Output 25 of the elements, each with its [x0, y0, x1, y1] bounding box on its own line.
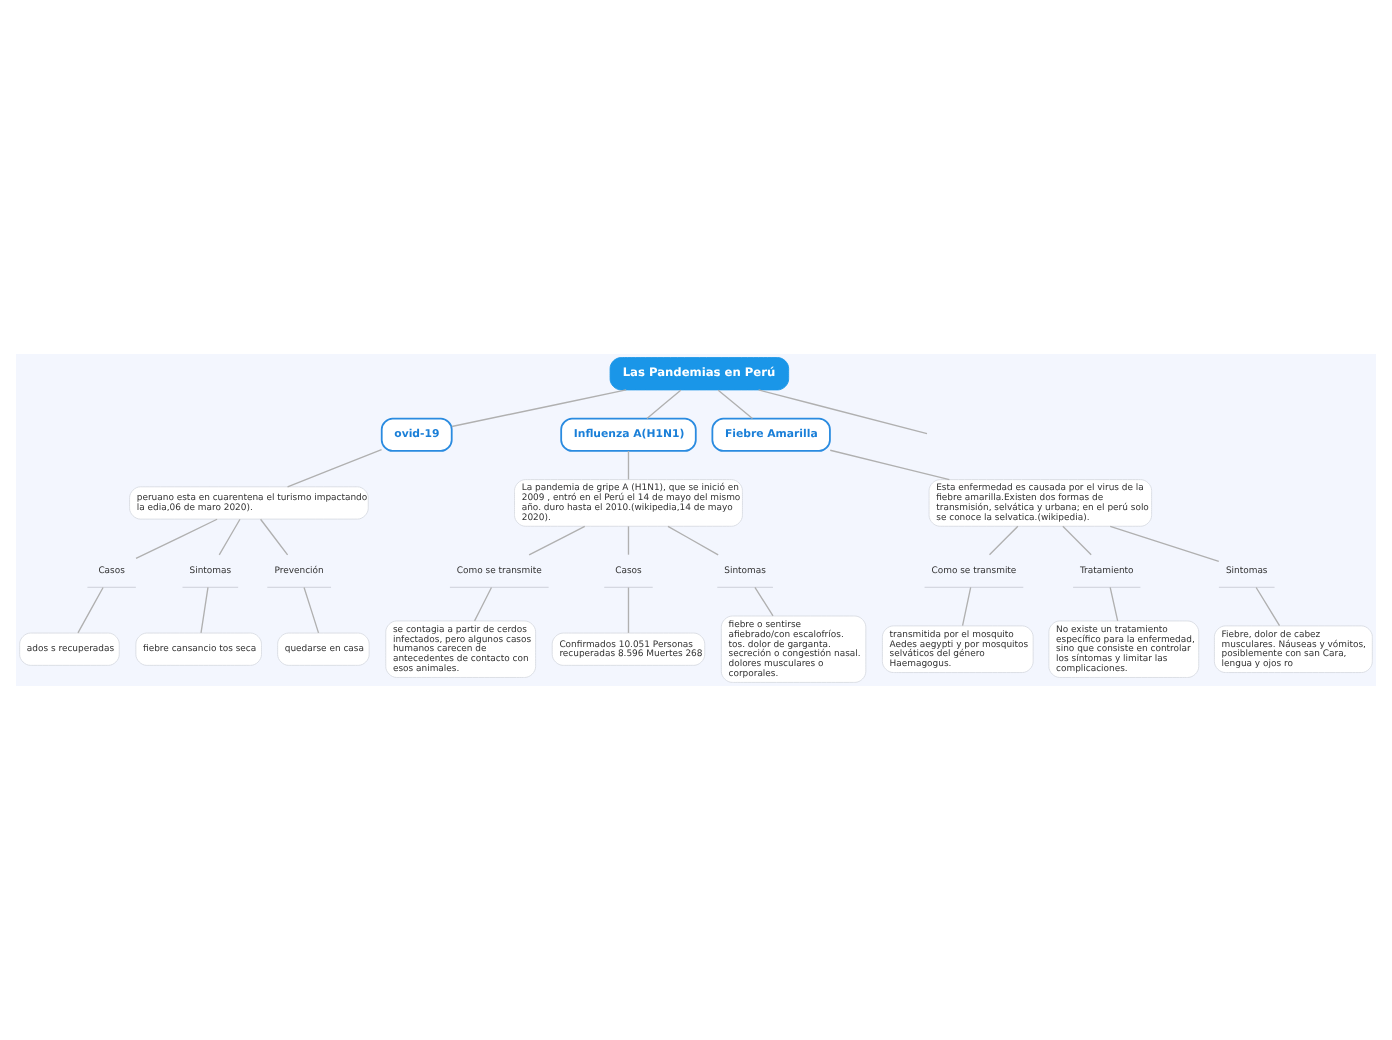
connector — [961, 586, 972, 627]
connector — [667, 525, 719, 556]
connector — [627, 586, 630, 634]
connector — [1255, 586, 1281, 627]
connector — [528, 525, 586, 556]
connector — [1062, 525, 1092, 556]
connector — [627, 525, 630, 556]
connector — [829, 449, 951, 481]
connector — [473, 586, 493, 622]
connector — [754, 586, 774, 617]
connector — [757, 389, 928, 435]
connector — [646, 389, 682, 420]
connector — [451, 389, 627, 428]
connector — [286, 448, 383, 488]
connector — [218, 518, 241, 556]
connector — [135, 518, 218, 560]
connector — [303, 586, 320, 634]
connector — [259, 518, 289, 556]
connector — [717, 389, 754, 420]
connector — [77, 586, 104, 634]
connector — [627, 450, 630, 481]
connector — [988, 525, 1019, 556]
connector — [1109, 586, 1119, 622]
connector — [1109, 525, 1220, 562]
connector — [200, 586, 209, 634]
